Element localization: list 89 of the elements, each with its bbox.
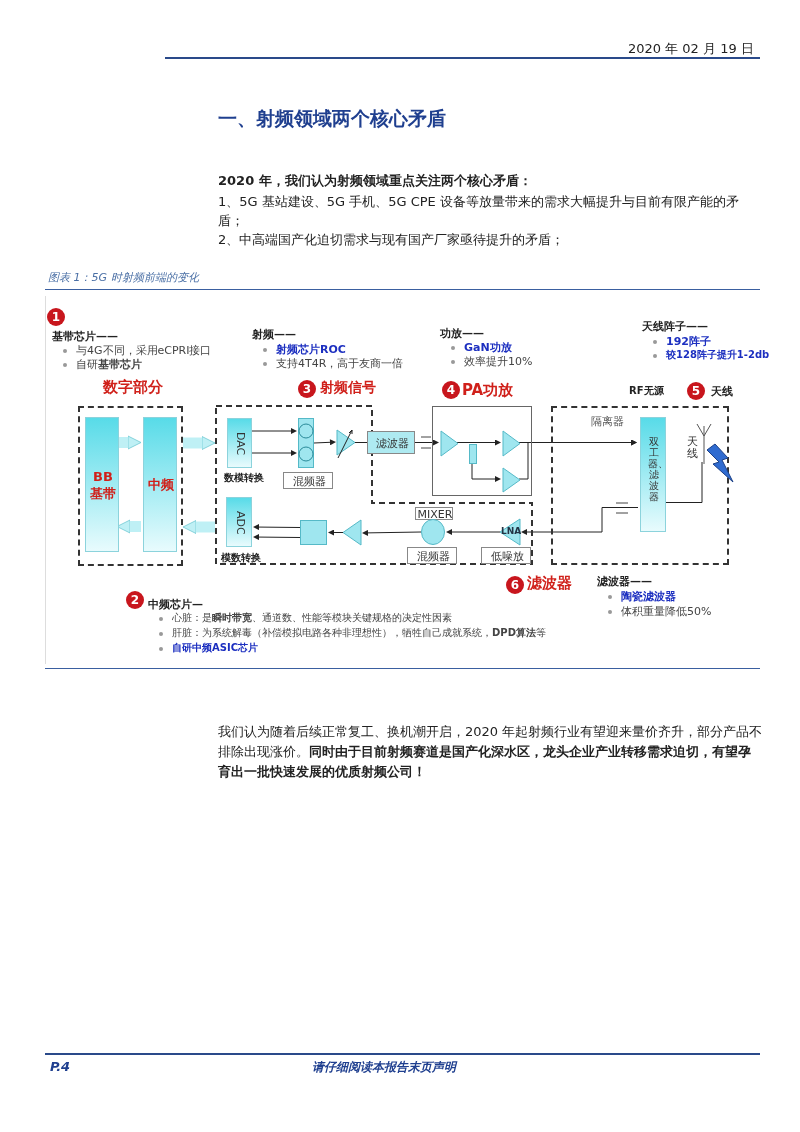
mixer-circle xyxy=(421,519,445,545)
bullet-heading: 中频芯片— xyxy=(148,597,203,612)
callout-number: 6 xyxy=(506,576,524,594)
bullet-text: 自研中频ASIC芯片 xyxy=(156,641,258,655)
bullet-heading: 功放—— xyxy=(440,326,484,341)
arrow xyxy=(414,439,439,446)
node-label: LNA xyxy=(501,526,522,536)
bullet-text: 体积重量降低50% xyxy=(605,604,712,619)
paragraph-heading: 2020 年，我们认为射频领域重点关注两个核心矛盾： xyxy=(218,172,533,190)
callout-number: 3 xyxy=(298,380,316,398)
bullet-text: 支持4T4R，高于友商一倍 xyxy=(260,356,404,371)
arrow xyxy=(328,529,344,536)
node-caption: 数模转换 xyxy=(224,471,264,485)
amplifier-triangle xyxy=(343,520,361,545)
coupler-bar xyxy=(469,444,477,464)
bullet-heading: 滤波器—— xyxy=(597,574,652,589)
arrow xyxy=(253,524,301,531)
amplifier-triangle xyxy=(503,468,520,492)
section-heading: 射频信号 xyxy=(320,379,376,397)
date-text: 2020 年 02 月 19 日 xyxy=(628,40,754,58)
callout-number: 4 xyxy=(442,381,460,399)
bullet-text: 192阵子 xyxy=(650,334,711,349)
arrow xyxy=(471,462,501,482)
amplifier-triangle xyxy=(441,431,458,456)
amplifier-triangle xyxy=(337,430,355,455)
bullet-text: 自研基带芯片 xyxy=(60,357,142,372)
duplexer-bar xyxy=(640,417,666,532)
bullet-heading: 天线阵子—— xyxy=(642,319,708,334)
section-heading: 数字部分 xyxy=(101,378,164,397)
node-label: BB 基带 xyxy=(89,468,117,502)
section-heading: 天线 xyxy=(711,384,733,399)
node-label: ADC xyxy=(233,510,248,537)
node-label: 中频 xyxy=(147,476,175,494)
arrow xyxy=(456,439,501,446)
bullet-text: 与4G不同，采用eCPRI接口 xyxy=(60,343,212,358)
bullet-text: 较128阵子提升1-2db xyxy=(650,348,770,362)
bullet-text: 心脏：是瞬时带宽、通道数、性能等模块关键规格的决定性因素 xyxy=(156,611,452,625)
filter-box xyxy=(367,431,415,454)
section-heading: PA功放 xyxy=(462,381,514,400)
connector-line xyxy=(354,442,368,443)
node-label: 隔离器 xyxy=(591,414,624,429)
node-label: 双工器、滤波器 xyxy=(648,436,660,502)
page-number: P.4 xyxy=(50,1059,71,1074)
node-label: 混频器 xyxy=(415,549,451,565)
arrow xyxy=(251,428,297,434)
amplifier-triangle xyxy=(500,519,520,545)
arrow xyxy=(362,529,422,536)
figure-caption: 图表 1：5G 时射频前端的变化 xyxy=(48,270,199,285)
node-label: 低噪放 xyxy=(489,549,525,565)
block-square xyxy=(300,520,327,545)
paragraph-text: 我们认为随着后续正常复工、换机潮开启，2020 年起射频行业有望迎来量价齐升，部分产品不排除出现涨价。同时由于目前射频赛道是国产化深水区，龙头企业产业转移需求迫切，有望孕育出一批快速发展的优质射频公司！ xyxy=(218,723,763,781)
block-arrow xyxy=(182,520,215,534)
paragraph-text: 1、5G 基站建设、5G 手机、5G CPE 设备等放量带来的需求大幅提升与目前有限产能的矛盾； xyxy=(218,193,740,230)
node-label: 混频器 xyxy=(291,474,327,490)
callout-number: 5 xyxy=(687,382,705,400)
arrow xyxy=(313,439,336,446)
bullet-text: GaN功放 xyxy=(448,340,512,355)
footer-note: 请仔细阅读本报告末页声明 xyxy=(312,1059,456,1076)
bullet-text: 陶瓷滤波器 xyxy=(605,589,676,604)
mixer-symbol xyxy=(298,418,314,468)
section-heading: 滤波器 xyxy=(527,574,572,593)
label-box xyxy=(283,472,333,489)
arrow xyxy=(518,439,637,480)
arrow xyxy=(521,507,639,535)
callout-number: 2 xyxy=(126,591,144,609)
section-heading: RF无源 xyxy=(629,384,664,398)
label-box xyxy=(407,547,457,564)
bullet-heading: 射频—— xyxy=(252,327,296,342)
block-arrow xyxy=(183,436,216,450)
paragraph-text: 2、中高端国产化迫切需求与现有国产厂家亟待提升的矛盾； xyxy=(218,231,566,249)
bullet-text: 效率提升10% xyxy=(448,354,533,369)
bullet-text: 肝脏：为系统解毒（补偿模拟电路各种非理想性），牺牲自己成就系统，DPD算法等 xyxy=(156,626,546,640)
node-label: 滤波器 xyxy=(374,436,410,452)
arrow xyxy=(446,529,501,535)
arrow xyxy=(251,450,297,456)
block-arrow xyxy=(117,435,142,450)
block-bar xyxy=(85,417,119,552)
node-label: DAC xyxy=(233,431,248,458)
node-label: 天线 xyxy=(687,436,699,460)
bullet-heading: 基带芯片—— xyxy=(52,329,118,344)
node-caption: 模数转换 xyxy=(221,551,261,565)
label-box xyxy=(481,547,531,564)
amplifier-triangle xyxy=(503,431,520,456)
node-label: MIXER xyxy=(416,508,454,521)
block-bar xyxy=(143,417,177,552)
arrow xyxy=(253,534,301,541)
bullet-text: 射频芯片ROC xyxy=(260,342,346,357)
callout-number: 1 xyxy=(47,308,65,326)
section-title: 一、射频领域两个核心矛盾 xyxy=(218,106,446,131)
